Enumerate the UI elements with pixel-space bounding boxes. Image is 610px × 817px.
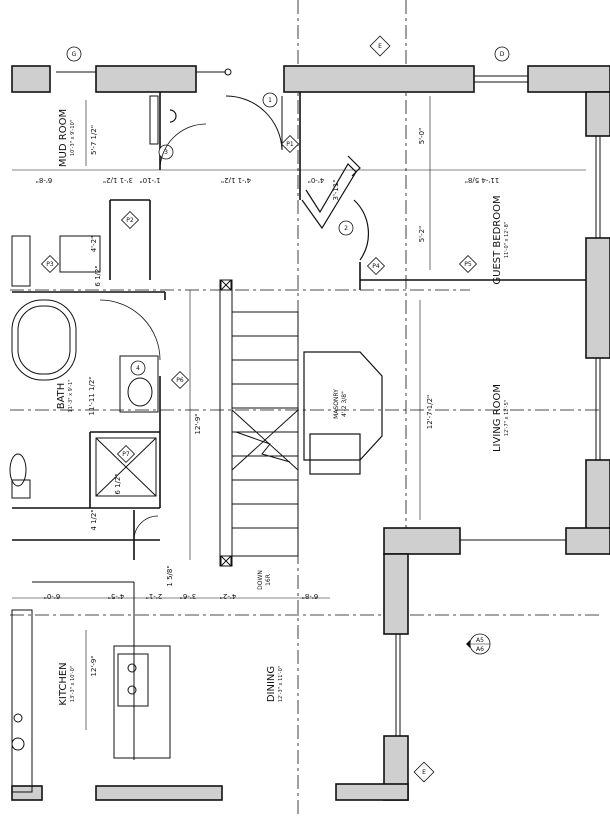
stair-down-label: DOWN 16R (257, 570, 272, 590)
dim-misc-3: 6 1/2" (114, 473, 122, 494)
dining-name: DINING (266, 666, 277, 702)
svg-text:P2: P2 (126, 217, 134, 224)
dim-bottom-3: 3'-6" (180, 592, 197, 600)
dim-bottom-2: 2'-1" (146, 592, 163, 600)
svg-text:A6: A6 (476, 646, 484, 653)
guest-bedroom-name: GUEST BEDROOM (492, 195, 503, 284)
door-tag-p4: P4 (366, 256, 386, 276)
svg-text:P1: P1 (286, 141, 294, 148)
walls (11, 65, 610, 801)
kitchen-fixtures (11, 581, 171, 793)
living-room-label: LIVING ROOM 12'-7" x 12'-5" (492, 384, 510, 452)
svg-text:P3: P3 (46, 261, 54, 268)
bath-label: BATH 11'-3" x 9'-1" (56, 379, 74, 412)
masonry-label: MASONRY 4'-2 3/8" (333, 389, 348, 419)
guest-bedroom-size: 11'-0" x 12'-8" (504, 222, 510, 258)
door-tag-p1: P1 (280, 134, 300, 154)
dim-bottom-4: 4'-2" (220, 592, 237, 600)
svg-text:3: 3 (164, 149, 168, 156)
dim-top-2: 1'-10" (139, 176, 160, 184)
svg-text:P5: P5 (464, 261, 472, 268)
section-marker: A5 A6 (466, 633, 491, 655)
mud-room-dim: 5'-7 1/2" (90, 125, 98, 155)
kitchen-name: KITCHEN (58, 662, 69, 705)
dim-bottom-0: 6'-0" (44, 592, 61, 600)
grid-tag-e-top: E (369, 35, 391, 57)
dim-misc-2: 4 1/2" (90, 509, 98, 530)
svg-text:2: 2 (344, 225, 348, 232)
svg-text:1: 1 (268, 97, 272, 104)
dimension-text: 6'-8" 3'-1 1/2" 1'-10" 4'-1 1/2" 4'-0" 1… (36, 128, 500, 600)
svg-text:P4: P4 (372, 263, 380, 270)
guest-closet (169, 109, 370, 261)
dim-misc-0: 4'-2" (90, 236, 98, 253)
dining-size: 12'-3" x 11'-0" (278, 666, 284, 702)
dim-top-5: 11'-4 5/8" (465, 176, 500, 184)
dim-top-1: 3'-1 1/2" (103, 176, 133, 184)
dimension-lines (12, 96, 586, 730)
living-room-name: LIVING ROOM (492, 384, 503, 452)
mud-room-name: MUD ROOM (58, 109, 69, 167)
guest-bedroom-label: GUEST BEDROOM 11'-0" x 12'-8" (492, 195, 510, 284)
grid-tag-d: D (494, 46, 510, 62)
dim-bottom-1: 4'-5" (108, 592, 125, 600)
mud-room-size: 10'-3" x 9'-10" (70, 120, 76, 156)
svg-text:P7: P7 (122, 451, 130, 458)
dim-guest-bottom: 5'-2" (418, 226, 426, 243)
dim-top-4: 4'-0" (308, 176, 325, 184)
masonry-name: MASONRY (333, 389, 340, 419)
stair-down: DOWN (257, 570, 264, 590)
svg-text:A5: A5 (476, 637, 484, 644)
svg-text:G: G (72, 51, 77, 58)
bath-name: BATH (56, 383, 67, 410)
grid-tag-1: 1 (262, 92, 278, 108)
dim-misc-4: 3'-11" (332, 179, 340, 200)
bath-fixtures (9, 235, 159, 499)
dim-stair: 12'-9" (194, 413, 202, 434)
grid-tag-g: G (66, 46, 82, 62)
bath-dim: 11'-11 1/2" (88, 377, 96, 416)
stair-down-count: 16R (265, 574, 272, 586)
dining-label: DINING 12'-3" x 11'-0" (266, 666, 284, 702)
grid-tag-4: 4 (130, 360, 146, 376)
grid-lines (10, 0, 600, 817)
svg-text:E: E (378, 43, 382, 50)
door-tag-p7: P7 (116, 444, 136, 464)
grid-tag-e-bottom: E (413, 761, 435, 783)
door-tag-p5: P5 (458, 254, 478, 274)
door-tag-p3: P3 (40, 254, 60, 274)
door-swings (99, 123, 207, 541)
stairs (219, 279, 299, 567)
fireplace (303, 351, 383, 475)
door-tag-p2: P2 (120, 210, 140, 230)
bath-size: 11'-3" x 9'-1" (68, 379, 74, 412)
room-labels: MUD ROOM 10'-3" x 9'-10" 5'-7 1/2" GUEST… (56, 109, 510, 706)
dim-misc-5: 1 5/8" (166, 565, 174, 586)
masonry-size: 4'-2 3/8" (341, 391, 348, 417)
dim-guest-top: 5'-0" (418, 128, 426, 145)
svg-text:E: E (422, 769, 426, 776)
partitions (12, 92, 586, 560)
svg-text:D: D (500, 51, 505, 58)
dim-bottom-5: 6'-8" (302, 592, 319, 600)
kitchen-label: KITCHEN 13'-3" x 10'-0" (58, 662, 76, 705)
dim-misc-1: 6 1/2" (94, 265, 102, 286)
windows (395, 75, 601, 736)
door-tag-p6: P6 (170, 370, 190, 390)
svg-text:4: 4 (136, 365, 140, 372)
tags: E G D 1 2 3 4 E (40, 35, 510, 783)
living-room-dim: 12'-7 1/2" (426, 395, 434, 430)
grid-tag-2: 2 (338, 220, 354, 236)
mud-room-label: MUD ROOM 10'-3" x 9'-10" (58, 109, 76, 167)
dim-top-3: 4'-1 1/2" (221, 176, 251, 184)
dim-top-0: 6'-8" (36, 176, 53, 184)
mud-room-closet (56, 68, 283, 151)
svg-text:P6: P6 (176, 377, 184, 384)
kitchen-size: 13'-3" x 10'-0" (70, 666, 76, 702)
kitchen-dim: 12'-9" (90, 655, 98, 676)
living-room-size: 12'-7" x 12'-5" (504, 400, 510, 436)
